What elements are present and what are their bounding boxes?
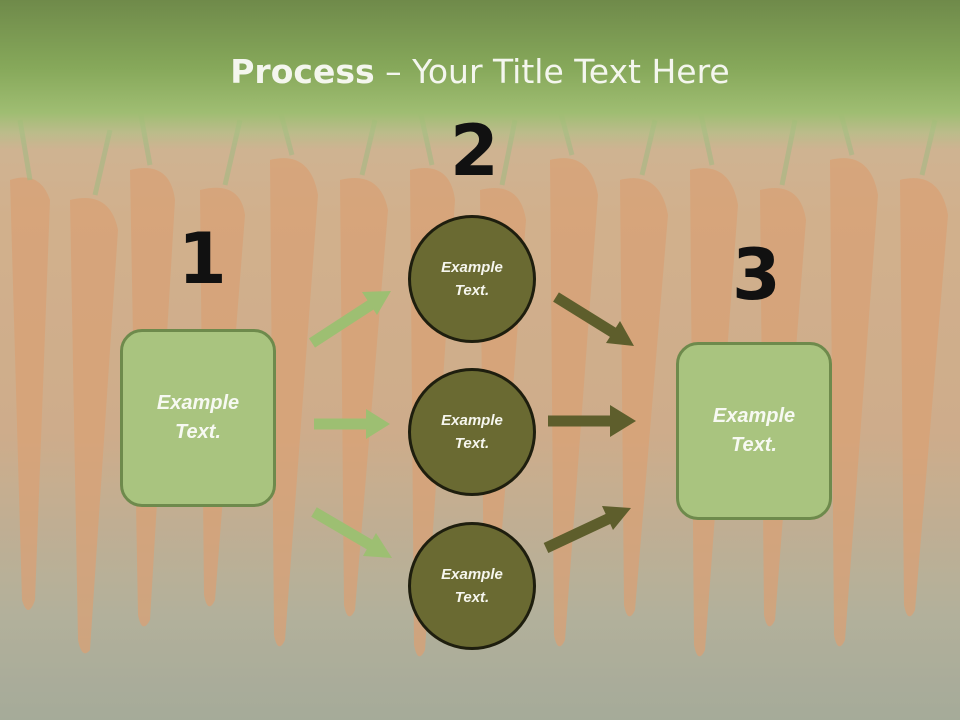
arrow-bottom-to-right: [543, 506, 631, 553]
step-number-2: 2: [450, 110, 499, 192]
arrow-left-to-top: [309, 291, 391, 348]
circle-top: Example Text.: [408, 215, 536, 343]
circle-middle: Example Text.: [408, 368, 536, 496]
circle-top-text: Example Text.: [441, 259, 503, 299]
title-band: [0, 0, 960, 150]
arrow-left-to-bottom: [311, 507, 392, 558]
arrow-middle-to-right: [548, 405, 636, 437]
circle-bottom-text: Example Text.: [441, 566, 503, 606]
circle-bottom: Example Text.: [408, 522, 536, 650]
left-box-text: Example Text.: [156, 392, 240, 443]
arrow-left-to-middle: [314, 409, 390, 439]
left-box: Example Text.: [120, 329, 276, 507]
right-box-text: Example Text.: [712, 405, 796, 456]
right-box: Example Text.: [676, 342, 832, 520]
step-number-1: 1: [178, 218, 227, 300]
slide-title: Process – Your Title Text Here: [0, 52, 960, 91]
title-rest: – Your Title Text Here: [374, 52, 730, 91]
circle-middle-text: Example Text.: [441, 412, 503, 452]
step-number-3: 3: [732, 234, 781, 316]
title-bold: Process: [230, 52, 375, 91]
arrow-top-to-right: [553, 292, 634, 346]
